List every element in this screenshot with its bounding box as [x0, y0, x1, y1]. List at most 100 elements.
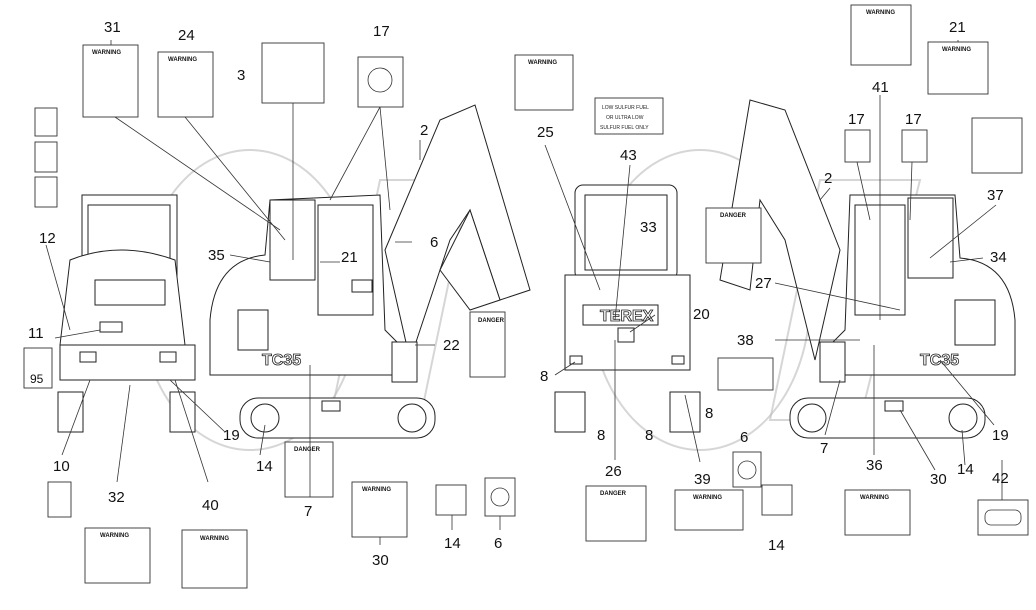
callout-6-arm: 6 — [430, 234, 438, 251]
callout-8-front-a: 8 — [597, 427, 605, 444]
decal-22 — [469, 311, 506, 378]
callout-21-right: 21 — [949, 19, 966, 36]
callout-41: 41 — [872, 79, 889, 96]
decal-41 — [850, 4, 912, 66]
callout-3: 3 — [237, 67, 245, 84]
callout-7-right: 7 — [820, 440, 828, 457]
machine-left-side-view: TC35 — [209, 104, 531, 439]
decal-7-title: DANGER — [294, 447, 321, 453]
decal-31-title: WARNING — [92, 50, 121, 56]
callout-14-left-tag: 14 — [444, 535, 461, 552]
decal-danger-arm-title: DANGER — [720, 213, 747, 219]
callout-24: 24 — [178, 27, 195, 44]
callout-12: 12 — [39, 230, 56, 247]
callout-30-right: 30 — [930, 471, 947, 488]
callout-36: 36 — [866, 457, 883, 474]
decal-21-title: WARNING — [942, 47, 971, 53]
callout-6-left-tag: 6 — [494, 535, 502, 552]
decal-14-right — [761, 484, 793, 516]
decal-42 — [977, 499, 1029, 536]
decal-11-number: 95 — [30, 372, 44, 386]
callout-32: 32 — [108, 489, 125, 506]
decal-22-title: DANGER — [478, 318, 505, 324]
callout-26: 26 — [605, 463, 622, 480]
callout-2-left: 2 — [420, 122, 428, 139]
callout-14-left-track: 14 — [256, 458, 273, 475]
decal-30-title: WARNING — [362, 487, 391, 493]
callout-17-right-a: 17 — [848, 111, 865, 128]
decal-36 — [844, 489, 911, 536]
callout-39: 39 — [694, 471, 711, 488]
callout-17-top: 17 — [373, 23, 390, 40]
callout-19-right: 19 — [992, 427, 1009, 444]
decal-26 — [585, 485, 647, 542]
callout-14-right-track: 14 — [957, 461, 974, 478]
callout-10: 10 — [53, 458, 70, 475]
decal-labels: WARNING WARNING 95 WARNING WARNING DANGE… — [23, 4, 1029, 589]
machine-rear-view — [57, 194, 196, 433]
brand-name-front: TEREX — [600, 308, 654, 325]
callout-7-left: 7 — [304, 503, 312, 520]
callout-2-right: 2 — [824, 170, 832, 187]
callout-8-front-right: 8 — [705, 405, 713, 422]
decal-24-title: WARNING — [168, 57, 197, 63]
callout-20: 20 — [693, 306, 710, 323]
decal-40-title: WARNING — [200, 536, 229, 542]
decal-12c — [34, 176, 58, 208]
callout-42: 42 — [992, 470, 1009, 487]
decal-32-title: WARNING — [100, 533, 129, 539]
brand-model-right: TC35 — [920, 352, 959, 369]
decal-12b — [34, 141, 58, 173]
callout-22: 22 — [443, 337, 460, 354]
callout-25: 25 — [537, 124, 554, 141]
decal-17-right-b — [901, 129, 928, 163]
callout-8-front-b: 8 — [645, 427, 653, 444]
leader-lines — [45, 40, 1003, 545]
decal-12a — [34, 107, 58, 137]
decal-17-top — [357, 56, 404, 108]
callout-43: 43 — [620, 147, 637, 164]
decal-14-left — [435, 484, 467, 516]
decal-38 — [717, 357, 774, 391]
callout-34: 34 — [990, 249, 1007, 266]
callout-30-left: 30 — [372, 552, 389, 569]
callout-8-front-left: 8 — [540, 368, 548, 385]
callout-33: 33 — [640, 219, 657, 236]
decal-43-line2: OR ULTRA LOW — [606, 115, 644, 121]
machine-right-side-view: TC35 — [719, 99, 1016, 439]
callout-6-right: 6 — [740, 429, 748, 446]
decal-11 — [23, 347, 53, 389]
decal-6-right — [732, 451, 762, 488]
decal-3 — [261, 42, 325, 104]
decal-30-left — [351, 481, 408, 538]
decal-41-title: WARNING — [866, 10, 895, 16]
decal-26-title: DANGER — [600, 491, 627, 497]
decal-40 — [181, 529, 248, 589]
decal-21 — [927, 41, 989, 95]
decal-25 — [514, 54, 574, 111]
decal-43 — [594, 97, 664, 135]
callout-27: 27 — [755, 275, 772, 292]
brand-model-left: TC35 — [262, 352, 301, 369]
decal-36-title: WARNING — [860, 495, 889, 501]
callout-35: 35 — [208, 247, 225, 264]
decal-17-right-a — [844, 129, 871, 163]
decal-31 — [82, 44, 139, 118]
callout-19-left: 19 — [223, 427, 240, 444]
decal-6-left — [484, 477, 516, 517]
decal-39 — [674, 489, 744, 531]
callout-17-right-b: 17 — [905, 111, 922, 128]
decal-37 — [971, 117, 1023, 174]
decal-7 — [284, 441, 334, 498]
callout-31: 31 — [104, 19, 121, 36]
decal-39-title: WARNING — [693, 495, 722, 501]
decal-danger-arm — [705, 207, 762, 264]
callout-37: 37 — [987, 187, 1004, 204]
decal-25-title: WARNING — [528, 60, 557, 66]
callout-21-left: 21 — [341, 249, 358, 266]
callout-numbers: 31 24 3 17 12 11 35 21 6 2 22 10 19 14 7… — [28, 19, 1009, 569]
decal-32 — [84, 527, 151, 584]
decal-43-line1: LOW SULFUR FUEL — [602, 105, 649, 111]
callout-14-right-tag: 14 — [768, 537, 785, 554]
